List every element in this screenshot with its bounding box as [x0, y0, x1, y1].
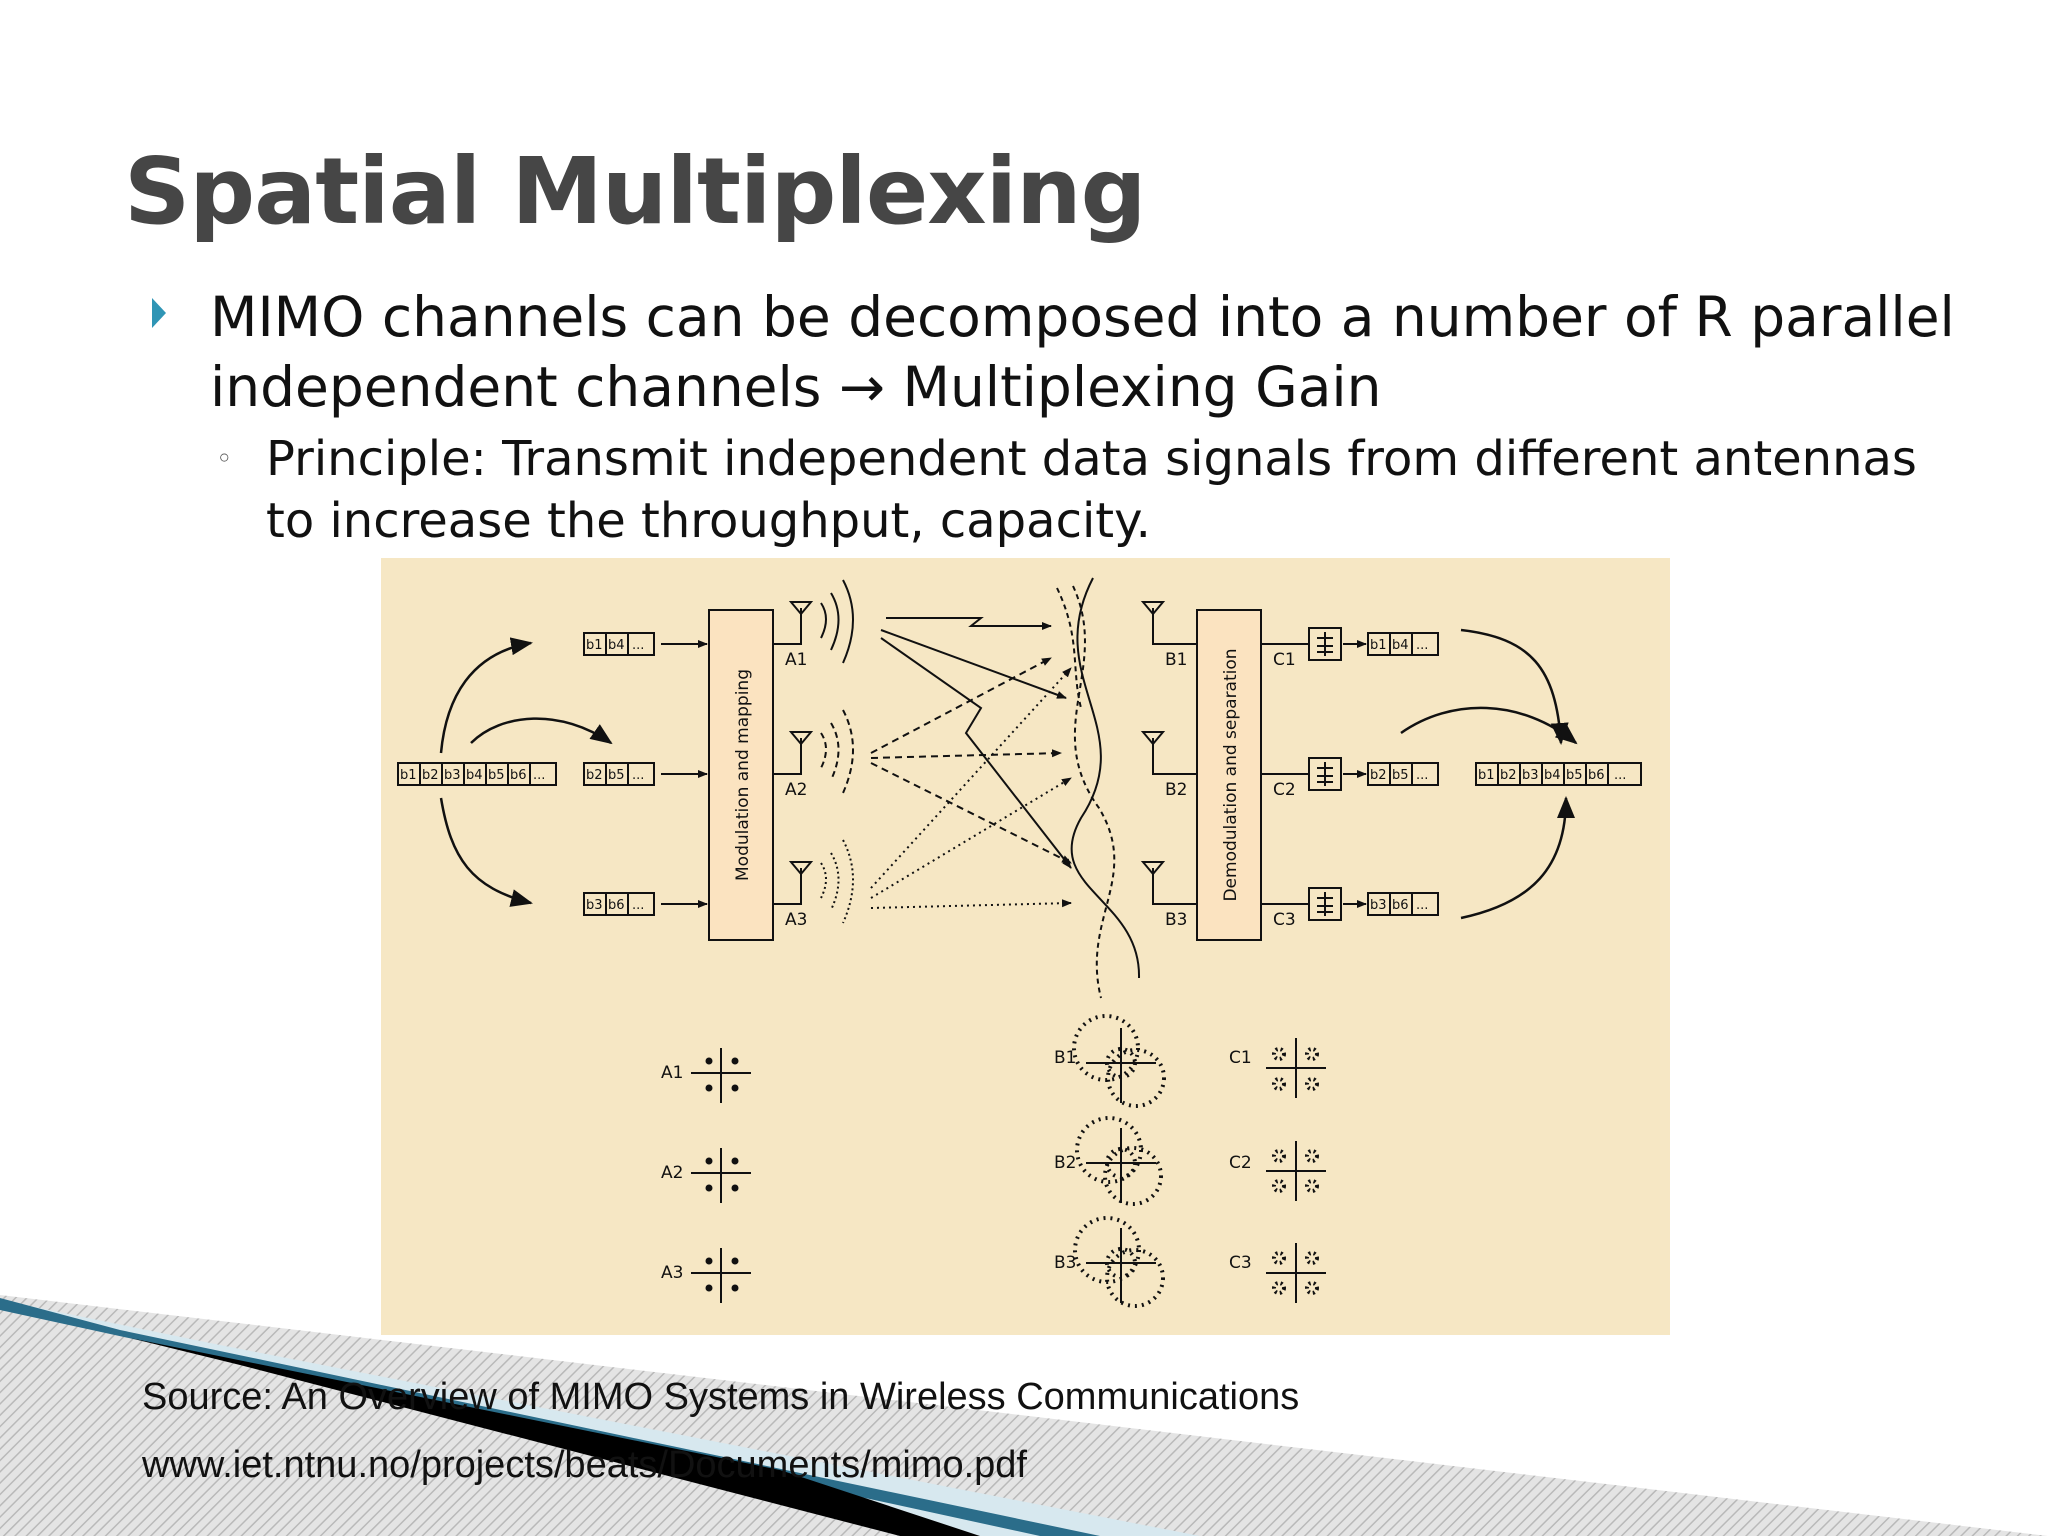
svg-text:b6: b6 [608, 898, 625, 913]
svg-text:b2: b2 [422, 768, 439, 783]
svg-text:...: ... [1416, 898, 1428, 913]
svg-text:A2: A2 [661, 1163, 683, 1183]
slide-title: Spatial Multiplexing [124, 138, 1146, 245]
svg-text:C3: C3 [1273, 910, 1296, 930]
rx-streams: b1 b4 ... b2 b5 ... b3 b6 ... [1367, 632, 1439, 916]
svg-text:C1: C1 [1273, 650, 1296, 670]
svg-text:b1: b1 [400, 768, 417, 783]
svg-text:...: ... [533, 768, 545, 783]
bullet-text: MIMO channels can be decomposed into a n… [210, 285, 1955, 419]
svg-text:...: ... [1416, 768, 1428, 783]
tx-streams: b1 b4 ... b2 b5 ... b3 b6 ... [583, 632, 655, 916]
svg-text:B3: B3 [1054, 1253, 1076, 1273]
svg-text:A2: A2 [785, 780, 807, 800]
svg-text:A3: A3 [785, 910, 807, 930]
svg-text:b4: b4 [1544, 768, 1561, 783]
svg-text:b5: b5 [1566, 768, 1583, 783]
svg-text:B1: B1 [1165, 650, 1187, 670]
source-citation: Source: An Overview of MIMO Systems in W… [142, 1376, 1300, 1418]
svg-text:b2: b2 [1370, 768, 1387, 783]
source-url: www.iet.ntnu.no/projects/beats/Documents… [142, 1444, 1027, 1486]
svg-text:C1: C1 [1229, 1048, 1252, 1068]
svg-text:b1: b1 [1370, 638, 1387, 653]
svg-text:...: ... [1416, 638, 1428, 653]
svg-text:b2: b2 [586, 768, 603, 783]
svg-text:b3: b3 [586, 898, 603, 913]
svg-text:Demodulation and separation: Demodulation and separation [1221, 648, 1241, 901]
decision-boxes [1261, 627, 1367, 921]
rx-antennas [1140, 601, 1197, 905]
svg-text:...: ... [632, 768, 644, 783]
svg-text:b3: b3 [1370, 898, 1387, 913]
input-stream: b1 b2 b3 b4 b5 b6 ... [397, 762, 557, 786]
svg-text:...: ... [1614, 768, 1626, 783]
svg-text:A3: A3 [661, 1263, 683, 1283]
svg-text:b6: b6 [510, 768, 527, 783]
svg-text:...: ... [632, 638, 644, 653]
svg-text:b3: b3 [1522, 768, 1539, 783]
svg-text:B2: B2 [1054, 1153, 1076, 1173]
svg-text:b5: b5 [1392, 768, 1409, 783]
mimo-diagram: b1 b2 b3 b4 b5 b6 ... [381, 558, 1670, 1335]
svg-text:b6: b6 [1588, 768, 1605, 783]
svg-text:B2: B2 [1165, 780, 1187, 800]
svg-text:B1: B1 [1054, 1048, 1076, 1068]
svg-text:B3: B3 [1165, 910, 1187, 930]
svg-text:b4: b4 [1392, 638, 1409, 653]
sub-bullet-circle-icon: ◦ [216, 442, 233, 475]
bullet-arrow-icon [152, 298, 166, 328]
svg-text:b1: b1 [1478, 768, 1495, 783]
sub-bullet-text: Principle: Transmit independent data sig… [266, 431, 1917, 549]
svg-text:b4: b4 [608, 638, 625, 653]
svg-text:Modulation and mapping: Modulation and mapping [733, 669, 753, 881]
svg-text:b5: b5 [608, 768, 625, 783]
svg-text:b4: b4 [466, 768, 483, 783]
svg-text:...: ... [632, 898, 644, 913]
svg-text:b2: b2 [1500, 768, 1517, 783]
svg-text:b5: b5 [488, 768, 505, 783]
svg-text:C2: C2 [1273, 780, 1296, 800]
svg-text:b1: b1 [586, 638, 603, 653]
svg-text:C3: C3 [1229, 1253, 1252, 1273]
svg-text:A1: A1 [661, 1063, 683, 1083]
output-stream: b1 b2 b3 b4 b5 b6 ... [1475, 762, 1642, 786]
modulation-block [708, 609, 774, 941]
svg-text:C2: C2 [1229, 1153, 1252, 1173]
svg-text:b6: b6 [1392, 898, 1409, 913]
svg-text:A1: A1 [785, 650, 807, 670]
svg-text:b3: b3 [444, 768, 461, 783]
tx-antennas [773, 601, 814, 905]
constellations [691, 1014, 1326, 1308]
